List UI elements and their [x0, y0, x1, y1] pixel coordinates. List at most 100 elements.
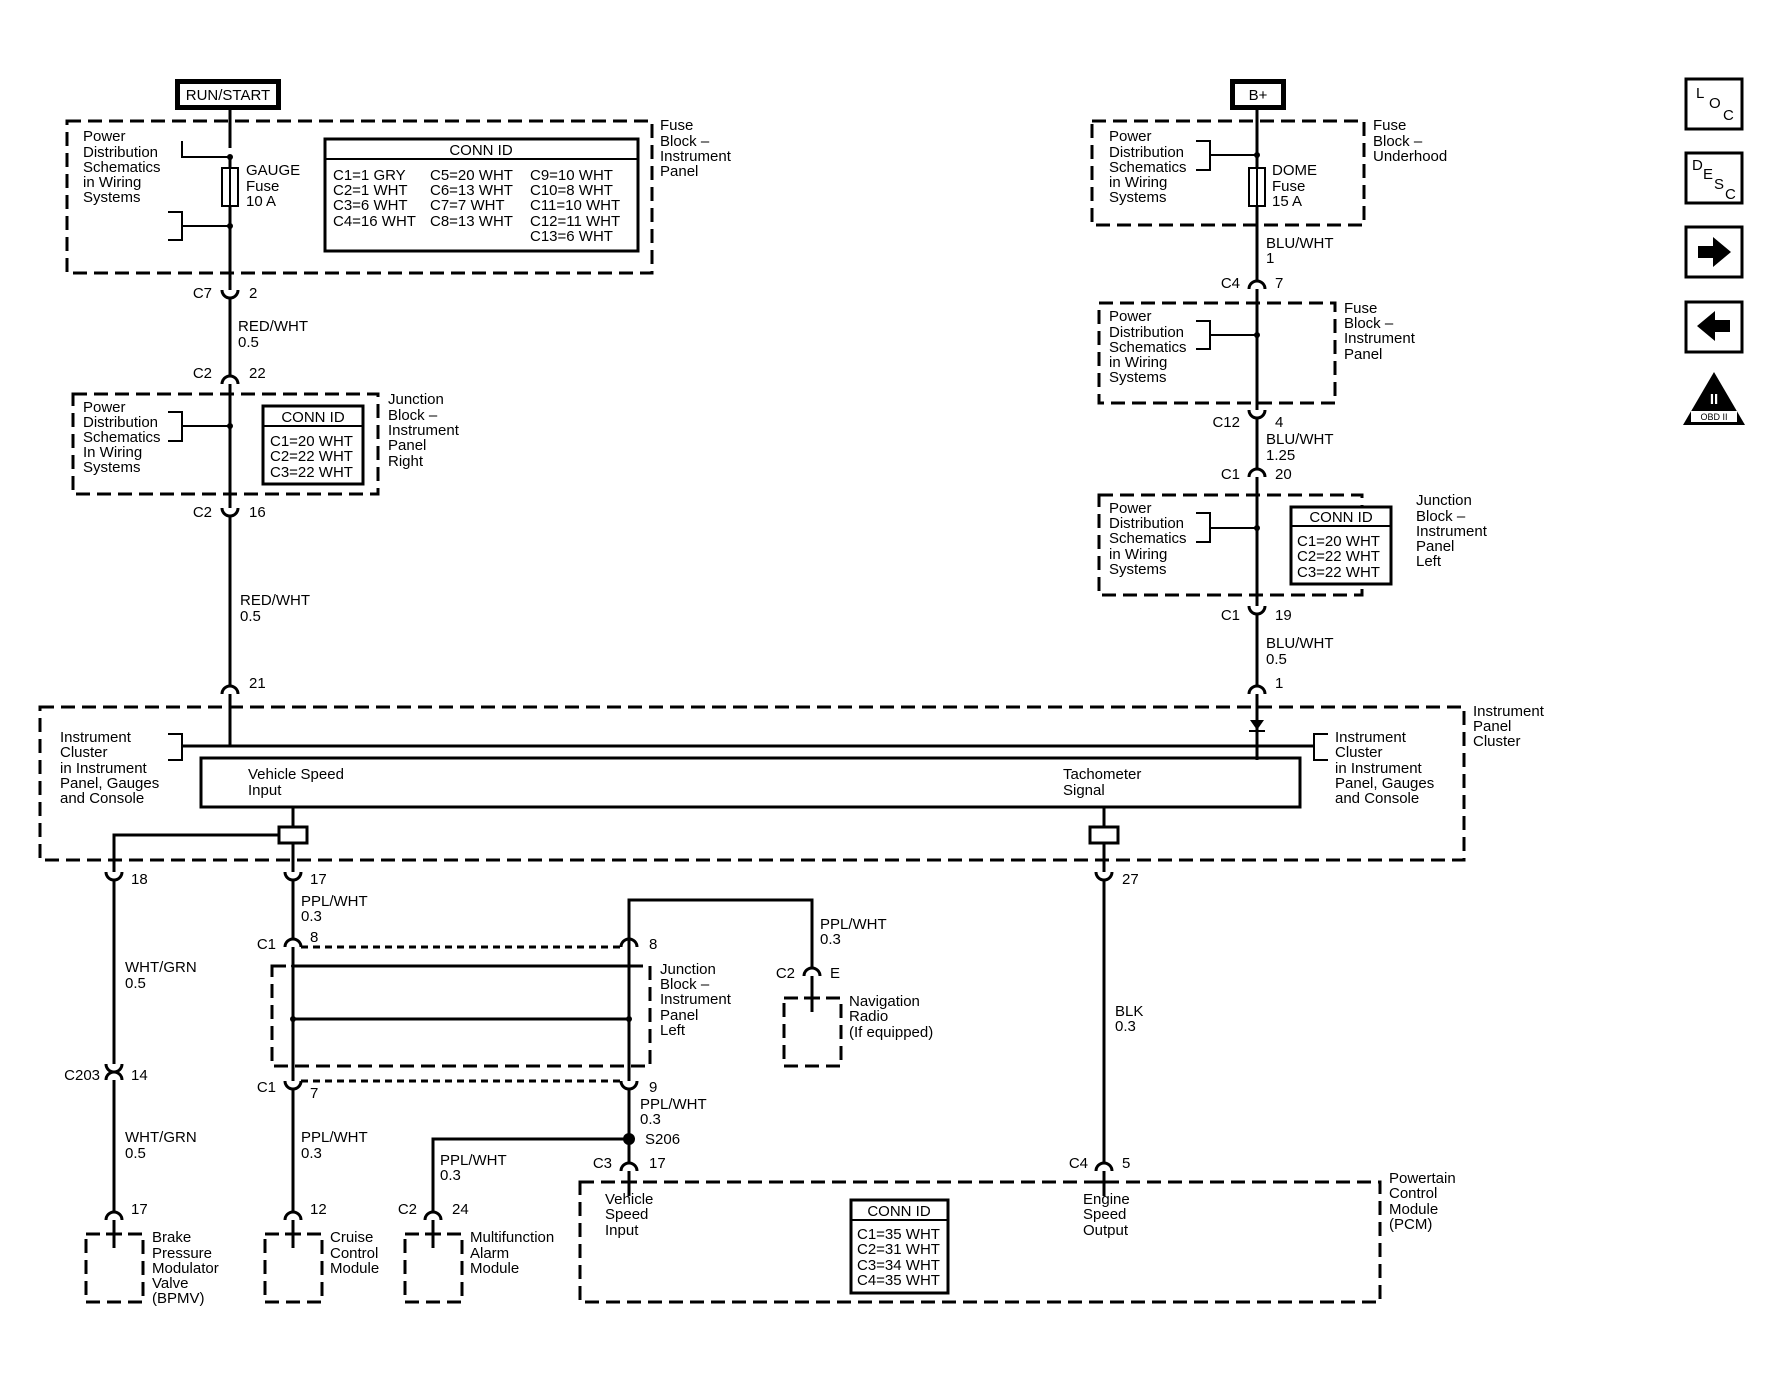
svg-text:C4: C4: [1221, 275, 1240, 292]
svg-text:C1=20 WHT: C1=20 WHT: [270, 433, 353, 450]
connector-c1-20: C1 20: [1221, 466, 1292, 606]
svg-text:7: 7: [1275, 275, 1283, 292]
jb-ipl-lower-name: Junction Block – Instrument Panel Left: [660, 961, 735, 1039]
wire-ppl-wht-3: PPL/WHT 0.3: [640, 1096, 711, 1128]
desc-button[interactable]: D E S C: [1684, 151, 1744, 205]
multifunction-alarm-module: Multifunction Alarm Module: [403, 1229, 558, 1304]
connector-c2-22: C2 22: [193, 365, 266, 508]
svg-text:C7: C7: [193, 285, 212, 302]
svg-text:1: 1: [1275, 675, 1283, 692]
svg-text:C3=22 WHT: C3=22 WHT: [1297, 564, 1380, 581]
connector-pin-18: 18: [104, 871, 148, 1064]
connector-c12-4: C12 4: [1212, 409, 1283, 469]
connector-c7-2: C7 2: [193, 285, 257, 376]
connector-c2-24: C2 24: [398, 1201, 469, 1234]
wire-blk: BLK 0.3: [1115, 1003, 1148, 1035]
svg-text:C1=20 WHT: C1=20 WHT: [1297, 533, 1380, 550]
splice-s206: S206: [431, 1131, 680, 1212]
svg-text:C: C: [1723, 107, 1734, 124]
wire-blu-wht-2: BLU/WHT 1.25: [1266, 431, 1337, 464]
tach-signal-label: Tachometer Signal: [1063, 766, 1146, 799]
connector-c203-14: C203 14: [64, 1063, 148, 1212]
gauge-fuse-label: GAUGE Fuse 10 A: [246, 162, 304, 210]
back-arrow-button[interactable]: [1684, 300, 1744, 354]
ipc-ref-left[interactable]: Instrument Cluster in Instrument Panel, …: [60, 729, 163, 807]
pcm-name: Powertain Control Module (PCM): [1389, 1170, 1460, 1233]
bpmv-label: Brake Pressure Modulator Valve (BPMV): [152, 1229, 223, 1307]
svg-text:18: 18: [131, 871, 148, 888]
svg-text:C2: C2: [193, 365, 212, 382]
right-arrow-icon: [1698, 237, 1731, 267]
power-distribution-ref-3[interactable]: Power Distribution Schematics in Wiring …: [1109, 128, 1191, 206]
svg-text:II: II: [1710, 391, 1718, 408]
svg-text:8: 8: [310, 929, 318, 946]
obd-ii-button[interactable]: II OBD II: [1683, 372, 1745, 425]
junction-block-ip-right: Power Distribution Schematics In Wiring …: [71, 391, 460, 496]
svg-text:C2: C2: [398, 1201, 417, 1218]
svg-text:C2: C2: [776, 965, 795, 982]
connector-c4-5: C4 5: [1069, 1155, 1130, 1182]
connector-c1-19: C1 19: [1221, 605, 1292, 686]
run-start-label: RUN/START: [175, 79, 281, 110]
svg-text:C4=35 WHT: C4=35 WHT: [857, 1272, 940, 1289]
svg-text:5: 5: [1122, 1155, 1130, 1172]
svg-text:S: S: [1714, 176, 1724, 193]
svg-text:C1: C1: [1221, 466, 1240, 483]
svg-text:C: C: [1725, 186, 1736, 203]
loc-button[interactable]: L O C: [1684, 77, 1744, 131]
svg-text:17: 17: [131, 1201, 148, 1218]
connector-pin-21: 21: [220, 675, 266, 746]
svg-text:C3=34 WHT: C3=34 WHT: [857, 1257, 940, 1274]
svg-text:17: 17: [649, 1155, 666, 1172]
wire-wht-grn-2: WHT/GRN 0.5: [125, 1129, 201, 1162]
svg-text:L: L: [1696, 85, 1704, 102]
svg-text:C2=31 WHT: C2=31 WHT: [857, 1241, 940, 1258]
b-plus-label: B+: [1230, 79, 1286, 110]
conn-id-table-pcm: CONN ID C1=35 WHT C2=31 WHT C3=34 WHT C4…: [849, 1198, 950, 1295]
svg-text:16: 16: [249, 504, 266, 521]
connector-c1-7: C1 7: [257, 1079, 318, 1212]
connector-pin-12: 12: [283, 1201, 327, 1234]
svg-text:S206: S206: [645, 1131, 680, 1148]
wire-blu-wht-3: BLU/WHT 0.5: [1266, 635, 1337, 668]
svg-text:24: 24: [452, 1201, 469, 1218]
svg-text:RUN/START: RUN/START: [186, 87, 270, 104]
forward-arrow-button[interactable]: [1684, 225, 1744, 279]
power-distribution-ref-4[interactable]: Power Distribution Schematics in Wiring …: [1109, 308, 1191, 386]
connector-pin-9: 9: [619, 1079, 657, 1163]
pcm-vss-label: Vehicle Speed Input: [605, 1191, 658, 1239]
svg-text:C1=35 WHT: C1=35 WHT: [857, 1226, 940, 1243]
connector-pin-17: 17: [283, 871, 327, 939]
svg-text:C2=22 WHT: C2=22 WHT: [1297, 548, 1380, 565]
junction-block-ip-left-upper: Power Distribution Schematics in Wiring …: [1097, 492, 1488, 597]
cruise-control-module: Cruise Control Module: [263, 1229, 379, 1304]
diode-icon: [1250, 720, 1264, 730]
wire-wht-grn-1: WHT/GRN 0.5: [125, 959, 201, 992]
powertrain-control-module: Vehicle Speed Input Engine Speed Output …: [578, 1170, 1460, 1304]
connector-c1-8: C1 8: [257, 929, 319, 953]
svg-text:9: 9: [649, 1079, 657, 1096]
svg-text:12: 12: [310, 1201, 327, 1218]
svg-text:22: 22: [249, 365, 266, 382]
connector-pin-17-bpmv: 17: [104, 1201, 148, 1234]
wire-ppl-wht-4: PPL/WHT 0.3: [440, 1152, 511, 1184]
svg-text:D: D: [1692, 157, 1703, 174]
power-distribution-ref-2[interactable]: Power Distribution Schematics In Wiring …: [83, 399, 165, 476]
vss-output-driver: [277, 825, 309, 845]
alarm-label: Multifunction Alarm Module: [470, 1229, 558, 1277]
power-distribution-ref[interactable]: Power Distribution Schematics in Wiring …: [83, 128, 165, 206]
ipc-ref-right[interactable]: Instrument Cluster in Instrument Panel, …: [1335, 729, 1438, 807]
svg-text:C203: C203: [64, 1067, 100, 1084]
fuse-block-underhood: Power Distribution Schematics in Wiring …: [1090, 117, 1447, 281]
power-distribution-ref-5[interactable]: Power Distribution Schematics in Wiring …: [1109, 500, 1191, 578]
svg-text:C1: C1: [257, 1079, 276, 1096]
svg-text:20: 20: [1275, 466, 1292, 483]
svg-text:17: 17: [310, 871, 327, 888]
fuse-block-instrument-panel-2: Power Distribution Schematics in Wiring …: [1097, 300, 1416, 405]
svg-text:C3: C3: [593, 1155, 612, 1172]
